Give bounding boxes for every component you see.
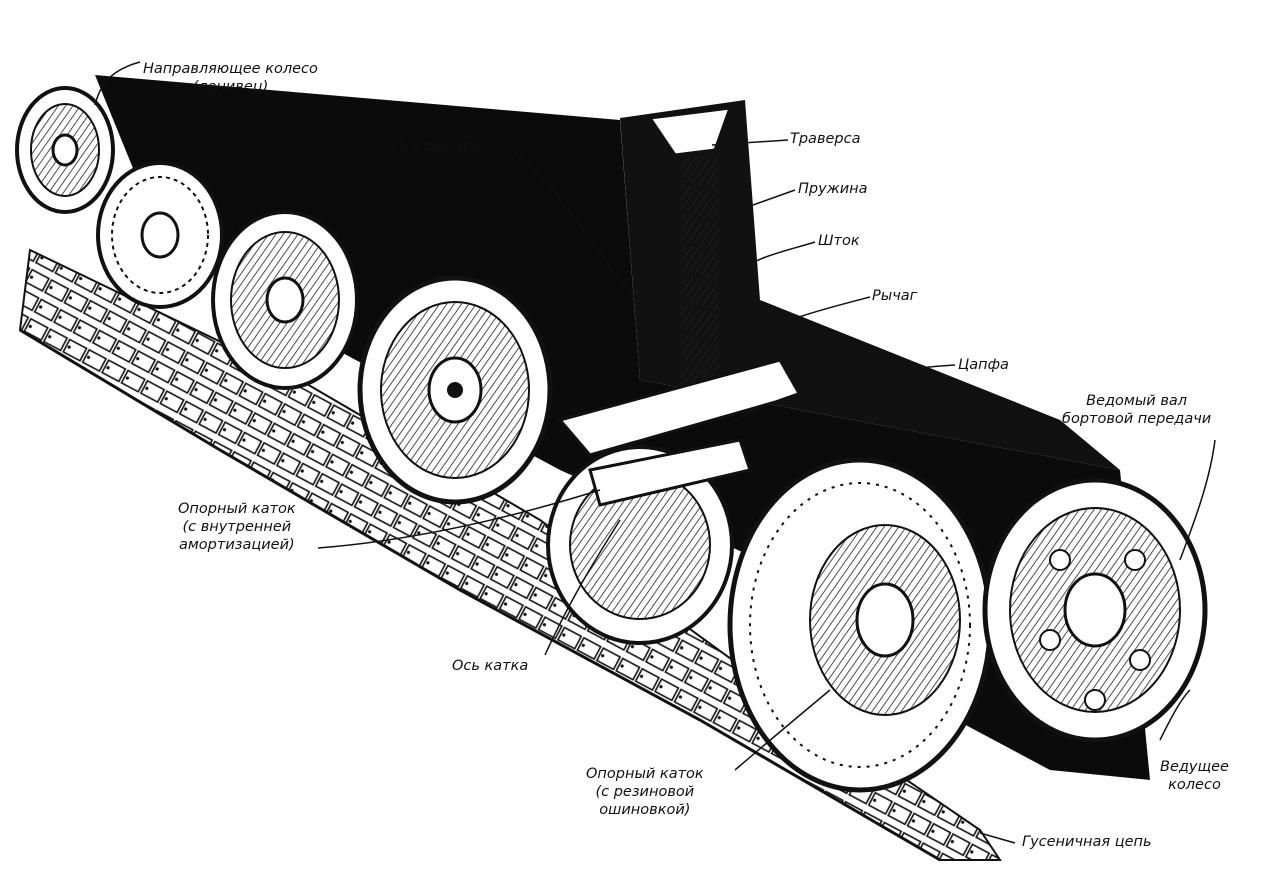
label-road-wheel-internal-line2: (с внутренней	[182, 519, 292, 535]
leader-idler	[94, 61, 141, 106]
label-road-wheel-rubber-line1: Опорный каток	[586, 766, 704, 782]
label-trunnion: Цапфа	[958, 357, 1009, 373]
label-lever: Рычаг	[872, 288, 918, 304]
label-road-wheel-rubber-line3: ошиновкой)	[599, 802, 691, 818]
wheel-axle	[588, 438, 752, 507]
leader-road-wheel-internal	[317, 489, 601, 549]
lever-arm	[557, 358, 803, 457]
road-wheel-4	[546, 445, 734, 645]
leader-lever	[749, 296, 871, 341]
leader-spring	[724, 189, 796, 216]
label-road-wheel-internal-line1: Опорный каток	[178, 501, 296, 517]
leader-rod	[729, 241, 816, 276]
label-drive-wheel-line2: колесо	[1168, 777, 1221, 793]
label-road-wheel-rubber: Опорный каток (с резиновой ошиновкой)	[586, 765, 704, 819]
label-road-wheel-rubber-line2: (с резиновой	[595, 784, 695, 800]
label-driven-shaft-line2: бортовой передачи	[1062, 411, 1212, 427]
label-traverse: Траверса	[790, 131, 861, 147]
leader-lever-axis	[509, 149, 666, 331]
label-driven-shaft: Ведомый вал бортовой передачи	[1062, 392, 1211, 428]
leader-road-wheel-rubber	[734, 689, 831, 771]
suspension-spring-unit	[647, 106, 733, 397]
leader-wheel-axis	[544, 519, 621, 656]
road-wheel-2	[211, 210, 359, 390]
label-road-wheel-internal-line3: амортизацией)	[178, 537, 295, 553]
label-idler: Направляющее колесо (ленивец)	[143, 60, 318, 96]
leader-lines	[94, 61, 1216, 844]
road-wheel-1	[96, 161, 224, 309]
label-lever-axis: Ось рычага	[392, 139, 480, 155]
leader-drive-wheel	[1159, 689, 1191, 741]
leader-trunnion	[734, 364, 956, 421]
leader-track-chain	[979, 832, 1016, 844]
label-track-chain: Гусеничная цепь	[1022, 834, 1152, 850]
label-spring: Пружина	[798, 181, 868, 197]
label-road-wheel-internal: Опорный каток (с внутренней амортизацией…	[178, 500, 296, 554]
label-idler-line1: Направляющее колесо	[143, 61, 318, 77]
label-rod: Шток	[818, 233, 860, 249]
label-wheel-axis: Ось катка	[452, 658, 529, 674]
label-idler-line2: (ленивец)	[192, 79, 269, 95]
road-wheel-rubber	[727, 457, 993, 793]
track-chain-edge	[19, 328, 941, 862]
leader-driven-shaft	[1179, 439, 1216, 561]
road-wheel-3	[357, 275, 553, 505]
drive-wheel	[982, 477, 1208, 743]
idler-wheel	[15, 86, 115, 214]
label-drive-wheel: Ведущее колесо	[1160, 758, 1229, 794]
label-driven-shaft-line1: Ведомый вал	[1086, 393, 1188, 409]
leader-traverse	[711, 139, 789, 146]
label-drive-wheel-line1: Ведущее	[1160, 759, 1229, 775]
